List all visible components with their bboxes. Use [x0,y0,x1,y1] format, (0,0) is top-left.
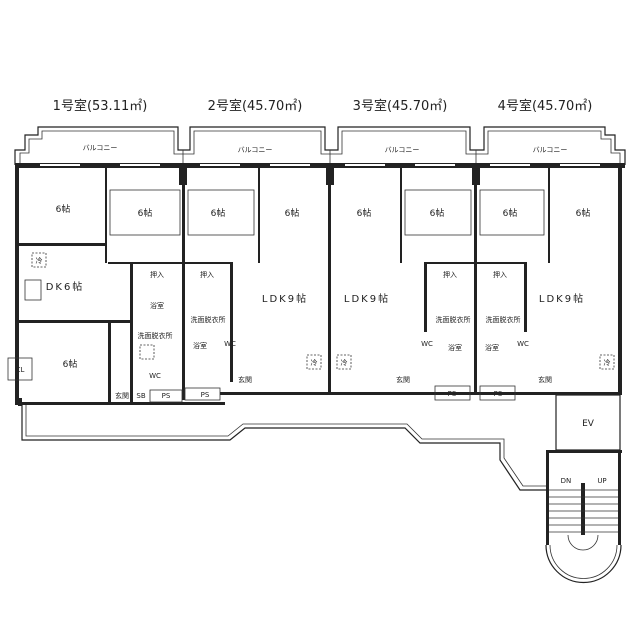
ps-unit2: PS [201,391,210,399]
ev-label: EV [582,419,595,429]
tatami-unit3 [404,189,472,236]
bath-unit2: 浴室 [193,341,207,350]
tatami-unit2 [187,189,255,236]
entrance-unit1: 玄関 [115,391,129,400]
fridge-unit2: 冷 [311,358,318,367]
ps-unit3: PS [448,390,457,398]
entrance-unit2: 玄関 [238,375,252,384]
room-unit1-dk: DK6帖 [46,280,85,293]
balcony-label-1: バルコニー [83,144,118,152]
tatami-unit4 [479,189,545,236]
entrance-unit4: 玄関 [538,375,552,384]
room-unit3-tatami: 6帖 [430,207,445,219]
stairs-down-label: DN [561,477,572,485]
wc-unit3: WC [421,340,433,348]
balcony-label-4: バルコニー [533,146,568,154]
wc-unit2: WC [224,340,236,348]
room-unit4-western: 6帖 [576,207,591,219]
room-unit3-ldk: LDK9帖 [344,292,390,305]
closet-unit4: 押入 [493,270,507,279]
shoebox-unit1: SB [136,392,145,400]
wc-unit1: WC [149,372,161,380]
cl-label: CL [16,366,25,374]
room-unit2-ldk: LDK9帖 [262,292,308,305]
washroom-unit4: 洗面脱衣所 [486,315,521,324]
fridge-unit1: 冷 [36,256,43,265]
washroom-unit3: 洗面脱衣所 [436,315,471,324]
room-unit1-western: 6帖 [56,203,71,215]
room-unit4-ldk: LDK9帖 [539,292,585,305]
room-unit4-tatami: 6帖 [503,207,518,219]
unit-1-title: 1号室(53.11㎡) [53,98,148,114]
washroom-unit1: 洗面脱衣所 [138,331,173,340]
balcony-label-3: バルコニー [385,146,420,154]
balcony-outline [14,126,626,165]
entrance-unit3: 玄関 [396,375,410,384]
fridge-unit3: 冷 [341,358,348,367]
unit-2-title: 2号室(45.70㎡) [208,98,303,114]
wc-unit4: WC [517,340,529,348]
bath-unit4: 浴室 [485,343,499,352]
closet-unit1: 押入 [150,270,164,279]
corridor-railing [21,405,548,491]
closet-unit3: 押入 [443,270,457,279]
ps-unit1: PS [162,392,171,400]
bath-unit1: 浴室 [150,301,164,310]
room-unit1-lower: 6帖 [63,358,78,370]
balcony-label-2: バルコニー [238,146,273,154]
bath-unit3: 浴室 [448,343,462,352]
room-unit3-western: 6帖 [357,207,372,219]
unit-4-title: 4号室(45.70㎡) [498,98,593,114]
room-unit2-tatami: 6帖 [211,207,226,219]
closet-unit2: 押入 [200,270,214,279]
sink-unit1 [24,279,42,301]
unit-3-title: 3号室(45.70㎡) [353,98,448,114]
stairs-up-label: UP [597,477,606,485]
washroom-unit2: 洗面脱衣所 [191,315,226,324]
closet-cl [7,357,33,381]
tatami-unit1 [109,189,181,236]
ps-unit4: PS [494,390,503,398]
room-unit1-tatami: 6帖 [138,207,153,219]
walls [15,163,625,406]
fridge-unit4: 冷 [604,358,611,367]
staircase [545,450,622,584]
room-unit2-western: 6帖 [285,207,300,219]
